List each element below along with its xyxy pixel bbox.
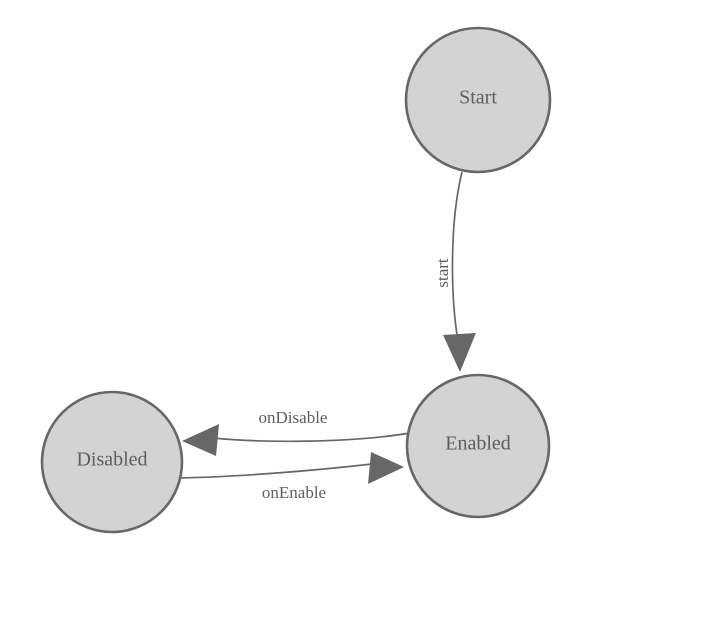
edge-enabled-to-disabled-label: onDisable — [259, 408, 328, 427]
edge-start-to-enabled-path — [451, 171, 463, 342]
state-node-start[interactable]: Start — [404, 26, 552, 174]
state-node-disabled-circle — [40, 390, 184, 534]
edge-disabled-to-enabled-label: onEnable — [262, 483, 326, 502]
edge-enabled-to-disabled-path — [211, 432, 411, 443]
edge-enabled-to-disabled[interactable]: onDisable — [182, 408, 411, 456]
edge-start-to-enabled-arrowhead-icon — [443, 333, 476, 372]
edge-start-to-enabled[interactable]: start — [433, 171, 476, 372]
state-node-enabled-circle — [405, 373, 551, 519]
edge-enabled-to-disabled-arrowhead-icon — [182, 424, 219, 456]
state-node-start-label: Start — [459, 87, 497, 109]
edge-disabled-to-enabled[interactable]: onEnable — [175, 452, 404, 502]
edge-disabled-to-enabled-arrowhead-icon — [368, 452, 404, 484]
state-node-enabled-label: Enabled — [445, 433, 511, 455]
edge-start-to-enabled-label: start — [433, 258, 452, 288]
state-node-start-circle — [404, 26, 552, 174]
state-node-enabled[interactable]: Enabled — [405, 373, 551, 519]
edge-disabled-to-enabled-path — [175, 463, 373, 479]
state-node-disabled-label: Disabled — [76, 449, 147, 471]
state-node-disabled[interactable]: Disabled — [40, 390, 184, 534]
